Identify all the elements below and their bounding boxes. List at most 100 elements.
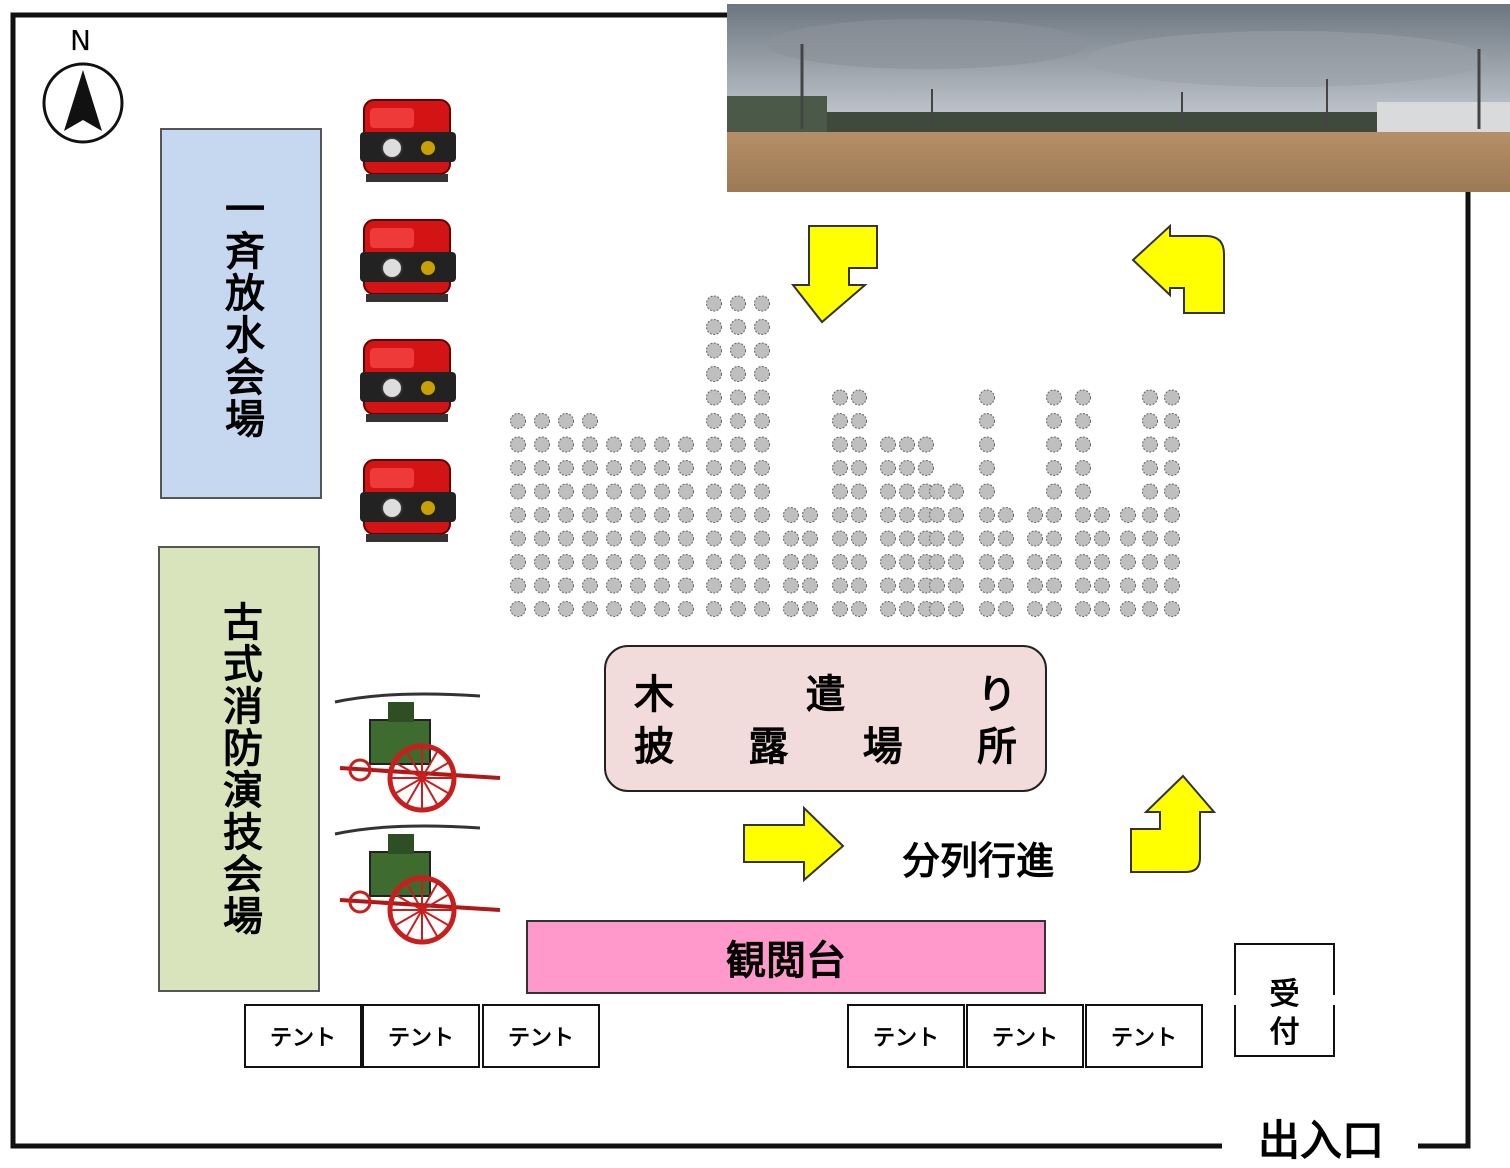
formation-dot [678, 530, 694, 547]
formation-dot [654, 601, 670, 617]
formation-dot [899, 460, 915, 476]
formation-dot [979, 601, 995, 617]
formation-dot [1046, 436, 1062, 453]
formation-dot [1164, 530, 1180, 547]
kiyari-char: 遣 [805, 672, 846, 718]
formation-dot [510, 554, 526, 570]
formation-dot [730, 366, 746, 382]
formation-dot [880, 554, 896, 570]
north-label: N [70, 24, 91, 57]
formation-dot [851, 577, 867, 594]
tent: テント [1085, 1004, 1203, 1068]
formation-dot [1164, 507, 1180, 523]
formation-dot [510, 577, 526, 594]
formation-dot [582, 507, 598, 523]
formation-dot [1142, 507, 1158, 523]
formation-dot [1046, 389, 1062, 406]
formation-dot [558, 601, 574, 617]
arrow-up-left-icon [1131, 223, 1225, 314]
hand-drawn-fire-cart-icon [334, 824, 501, 945]
formation-dot [630, 530, 646, 547]
formation-dot [730, 530, 746, 547]
formation-dot [832, 460, 848, 476]
formation-dot [706, 366, 722, 382]
ancient-firefighting-venue: 古式消防演技会場 [158, 546, 320, 992]
formation-dot [802, 530, 818, 547]
reception: 受 付 [1230, 943, 1339, 1057]
formation-dot [832, 436, 848, 453]
formation-dot [899, 436, 915, 453]
formation-dot [730, 295, 746, 312]
formation-dot [678, 577, 694, 594]
formation-dot [1142, 389, 1158, 406]
formation-dot [1075, 389, 1091, 406]
formation-dot [558, 507, 574, 523]
formation-dot [1046, 483, 1062, 500]
formation-dot [706, 601, 722, 617]
formation-dot [630, 460, 646, 476]
formation-dot [1142, 530, 1158, 547]
formation-dot [1142, 460, 1158, 476]
formation-dot [582, 413, 598, 429]
formation-dot [832, 530, 848, 547]
formation-dot [706, 413, 722, 429]
formation-dot [1075, 554, 1091, 570]
formation-dot [706, 436, 722, 453]
formation-dot [880, 601, 896, 617]
formation-dot [948, 601, 964, 617]
formation-dot [754, 601, 770, 617]
formation-dot [730, 342, 746, 359]
formation-dot [1142, 413, 1158, 429]
formation-dot [1120, 577, 1136, 594]
arrow-right-icon [743, 805, 845, 883]
formation-dot [979, 554, 995, 570]
formation-dot [880, 460, 896, 476]
formation-dot [706, 530, 722, 547]
formation-dot [979, 460, 995, 476]
formation-dot [754, 436, 770, 453]
formation-dot [706, 483, 722, 500]
formation-dot [899, 507, 915, 523]
tent: テント [847, 1004, 965, 1068]
formation-dot [929, 554, 945, 570]
simultaneous-water-venue: 一斉放水会場 [160, 128, 322, 499]
formation-dot [754, 389, 770, 406]
formation-dot [998, 530, 1014, 547]
formation-dot [1120, 601, 1136, 617]
kiyari-char: 木 [634, 672, 674, 718]
formation-dot [706, 554, 722, 570]
formation-dot [998, 554, 1014, 570]
parade-label: 分列行進 [902, 839, 1055, 883]
formation-dot [510, 483, 526, 500]
formation-dot [582, 460, 598, 476]
formation-dot [979, 483, 995, 500]
formation-dot [998, 507, 1014, 523]
formation-dot [929, 507, 945, 523]
formation-dot [832, 601, 848, 617]
formation-dot [754, 295, 770, 312]
formation-dot [730, 601, 746, 617]
formation-dot [1046, 530, 1062, 547]
formation-dot [730, 319, 746, 335]
formation-dot [1075, 413, 1091, 429]
formation-dot [606, 507, 622, 523]
formation-dot [706, 389, 722, 406]
formation-dot [1027, 601, 1043, 617]
formation-dot [1142, 554, 1158, 570]
tent: テント [244, 1004, 362, 1068]
formation-dot [899, 483, 915, 500]
formation-dot [730, 460, 746, 476]
formation-dot [754, 483, 770, 500]
formation-dot [851, 460, 867, 476]
formation-dot [1075, 577, 1091, 594]
formation-dot [880, 507, 896, 523]
formation-dot [1164, 436, 1180, 453]
fire-pump-icon [360, 219, 456, 302]
formation-dot [1046, 507, 1062, 523]
formation-dot [832, 577, 848, 594]
formation-dot [918, 460, 934, 476]
formation-dot [1120, 507, 1136, 523]
formation-dot [582, 436, 598, 453]
formation-dot [1164, 460, 1180, 476]
formation-dot [948, 507, 964, 523]
